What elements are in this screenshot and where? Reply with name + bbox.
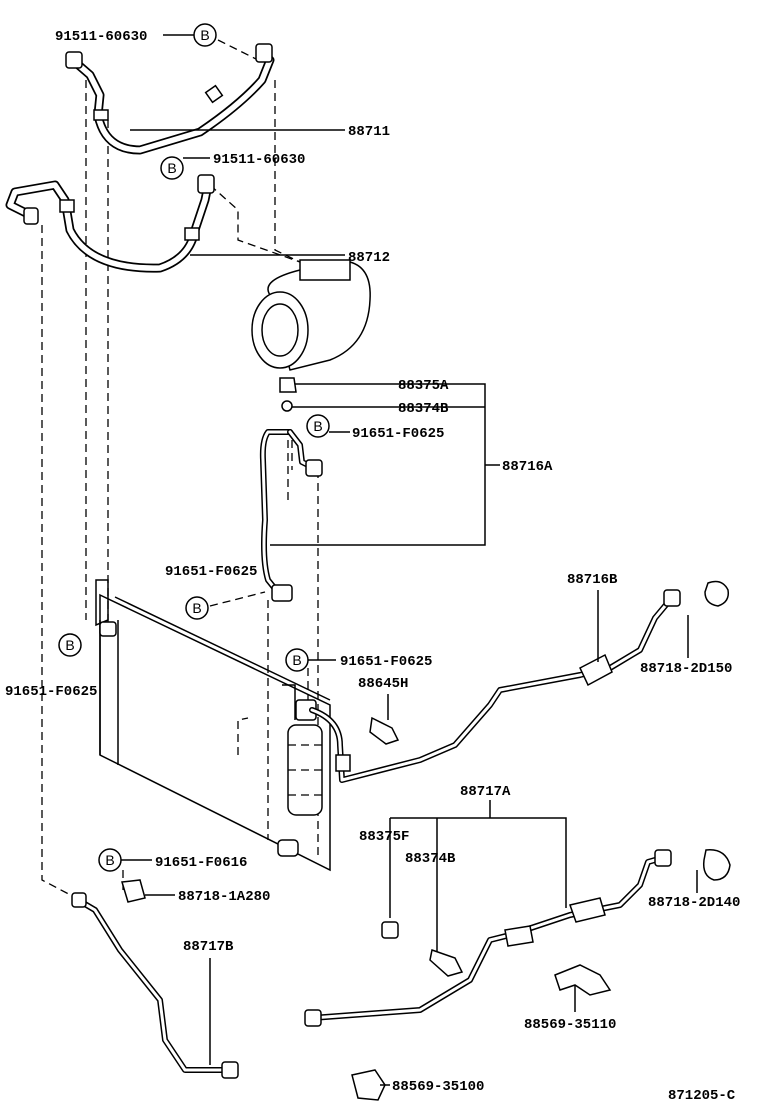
svg-text:B: B — [105, 852, 114, 868]
part-label[interactable]: 88718-1A280 — [178, 889, 270, 905]
hose-88711[interactable] — [65, 43, 275, 155]
bolt-markers: B B B B B B B — [58, 23, 330, 872]
svg-text:B: B — [65, 637, 74, 653]
part-label[interactable]: 91511-60630 — [213, 152, 305, 168]
part-label[interactable]: 88374B — [398, 401, 449, 417]
part-label[interactable]: 88375A — [398, 378, 449, 394]
part-label[interactable]: 88374B — [405, 851, 456, 867]
bolt-marker: B — [285, 648, 309, 672]
valve-88374B-bottom — [429, 949, 464, 977]
part-label[interactable]: 88716A — [502, 459, 553, 475]
hose-88716B[interactable] — [309, 580, 730, 783]
svg-text:B: B — [313, 418, 322, 434]
svg-text:B: B — [200, 27, 209, 43]
hose-88717B[interactable] — [71, 892, 239, 1079]
hose-88716A[interactable] — [259, 377, 323, 602]
bracket-88569-35110[interactable] — [554, 964, 612, 996]
part-label[interactable]: 88645H — [358, 676, 408, 692]
cap-88718-2D150 — [704, 580, 730, 607]
hose-88717A[interactable] — [304, 849, 731, 1027]
part-label[interactable]: 88718-2D140 — [648, 895, 740, 911]
bolt-marker: B — [160, 156, 184, 180]
cap-88375F — [381, 921, 399, 939]
switch-88645H — [369, 716, 400, 745]
part-label[interactable]: 91651-F0625 — [165, 564, 257, 580]
part-label[interactable]: 91651-F0625 — [340, 654, 432, 670]
cap-88718-2D140 — [702, 849, 731, 881]
part-label[interactable]: 91511-60630 — [55, 29, 147, 45]
bolt-marker: B — [98, 848, 122, 872]
cap-88375A — [279, 377, 297, 393]
svg-text:B: B — [292, 652, 301, 668]
valve-88374B — [281, 400, 293, 412]
part-label[interactable]: 88717B — [183, 939, 234, 955]
hose-88712[interactable] — [5, 174, 215, 273]
part-label[interactable]: 88718-2D150 — [640, 661, 732, 677]
part-label[interactable]: 88375F — [359, 829, 409, 845]
part-label[interactable]: 88711 — [348, 124, 390, 140]
diagram-code: 871205-C — [668, 1088, 736, 1104]
part-label[interactable]: 88569-35110 — [524, 1017, 616, 1033]
condenser[interactable] — [95, 579, 331, 872]
receiver-dryer[interactable] — [277, 699, 323, 857]
bolt-marker: B — [58, 633, 82, 657]
dashed-guides — [41, 39, 319, 901]
leader-lines — [121, 34, 698, 1086]
bolt-marker: B — [306, 414, 330, 438]
part-labels: 91511-60630 88711 91511-60630 88712 8837… — [5, 29, 740, 1104]
part-label[interactable]: 88712 — [348, 250, 390, 266]
part-label[interactable]: 88569-35100 — [392, 1079, 484, 1095]
part-label[interactable]: 88717A — [460, 784, 511, 800]
bolt-marker: B — [193, 23, 217, 47]
bracket-88569-35100[interactable] — [351, 1069, 386, 1101]
compressor[interactable] — [251, 259, 371, 371]
part-label[interactable]: 88716B — [567, 572, 618, 588]
part-label[interactable]: 91651-F0625 — [352, 426, 444, 442]
svg-text:B: B — [167, 160, 176, 176]
part-label[interactable]: 91651-F0616 — [155, 855, 247, 871]
svg-text:B: B — [192, 600, 201, 616]
clamp-88718-1A280[interactable] — [121, 879, 146, 903]
part-label[interactable]: 91651-F0625 — [5, 684, 97, 700]
bolt-marker: B — [185, 596, 209, 620]
